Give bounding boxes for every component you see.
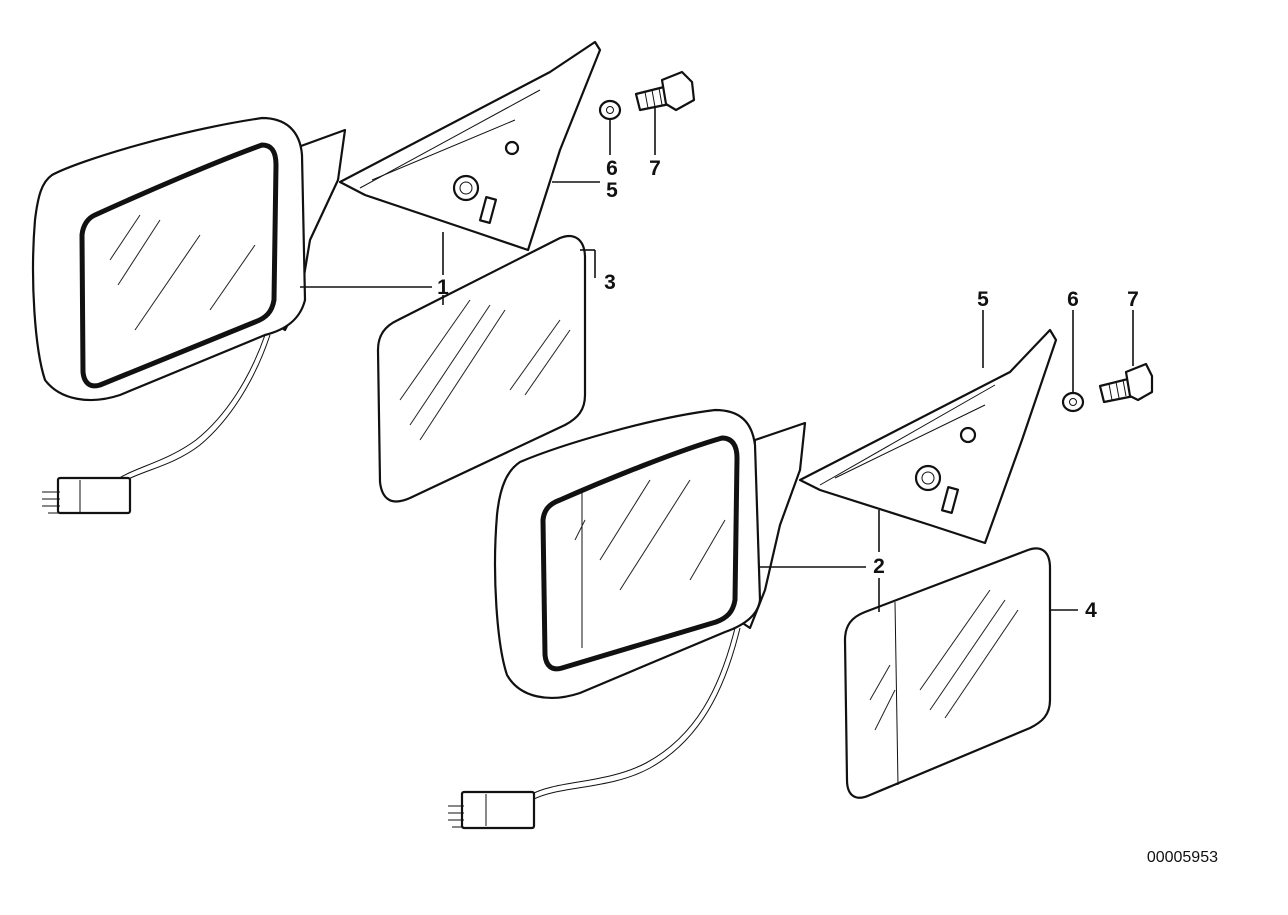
callout-2: 2 xyxy=(873,555,885,578)
mirror-glass-left xyxy=(376,234,587,503)
callout-7-right: 7 xyxy=(1127,288,1139,311)
washer-left xyxy=(598,99,622,121)
callout-7-left: 7 xyxy=(649,157,661,180)
callout-6-right: 6 xyxy=(1067,288,1079,311)
mirror-base-plate-left xyxy=(338,40,602,252)
mirror-housing-right xyxy=(448,408,807,830)
callout-6-left: 6 xyxy=(606,157,618,180)
callout-1: 1 xyxy=(437,276,449,299)
washer-right xyxy=(1061,391,1085,413)
mirror-glass-right xyxy=(843,547,1052,799)
screw-left xyxy=(634,70,696,112)
callout-5-right: 5 xyxy=(977,288,989,311)
callout-5-left: 5 xyxy=(606,179,618,202)
mirror-housing-left xyxy=(31,116,347,515)
leader-lines xyxy=(300,108,1134,612)
mirror-base-plate-right xyxy=(798,328,1058,545)
callout-3: 3 xyxy=(604,271,616,294)
callout-4: 4 xyxy=(1085,599,1097,622)
diagram-reference-number: 00005953 xyxy=(1147,849,1218,866)
screw-right xyxy=(1098,362,1154,404)
